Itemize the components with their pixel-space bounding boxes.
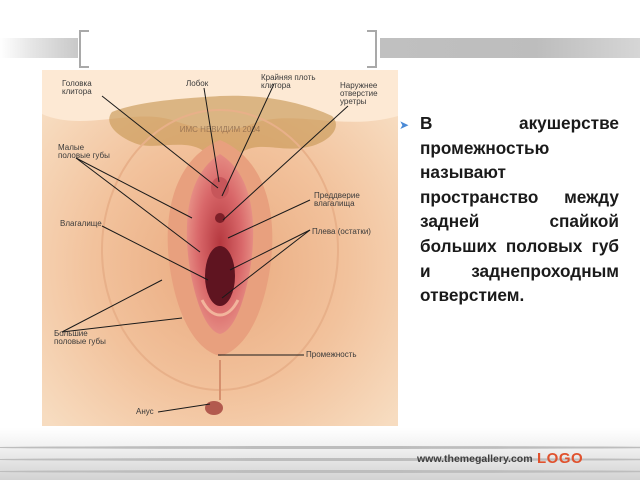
label-clitoris-head: Головка клитора	[62, 79, 92, 96]
anatomy-illustration: ИМС НЕВИДИМ 2004 Головка клитора Лобок К…	[42, 70, 398, 426]
label-hymen: Плева (остатки)	[312, 227, 371, 236]
triangle-bullet-icon: ➤	[399, 118, 410, 132]
footer-decoration-band	[0, 428, 640, 480]
leader-lines	[61, 83, 349, 413]
label-clitoral-foreskin: Крайняя плоть клитора	[261, 73, 316, 90]
label-anus: Анус	[136, 407, 154, 416]
label-labia-minora: Малые половые губы	[58, 143, 110, 160]
label-perineum: Промежность	[306, 350, 357, 359]
footer-stripe	[0, 446, 640, 449]
header-gradient-left	[0, 38, 78, 58]
label-vestibule: Преддверие влагалища	[314, 191, 360, 208]
footer-stripe	[0, 458, 640, 461]
title-bracket-left	[79, 30, 89, 68]
title-bracket-right	[367, 30, 377, 68]
header-decoration-band	[0, 38, 640, 58]
definition-text: В акушерстве промежностью называют прост…	[420, 113, 619, 306]
footer-stripe	[0, 470, 640, 473]
label-pubis: Лобок	[186, 79, 209, 88]
footer-logo: LOGO	[537, 450, 584, 467]
label-labia-majora: Большие половые губы	[54, 329, 106, 346]
figure-watermark: ИМС НЕВИДИМ 2004	[180, 125, 261, 134]
footer-website-link[interactable]: www.themegallery.com	[417, 453, 533, 465]
header-gradient-right	[380, 38, 640, 58]
anatomy-drawing: ИМС НЕВИДИМ 2004	[42, 70, 398, 426]
label-urethral-opening: Наружнее отверстие уретры	[340, 81, 378, 106]
label-vagina: Влагалище	[60, 219, 102, 228]
